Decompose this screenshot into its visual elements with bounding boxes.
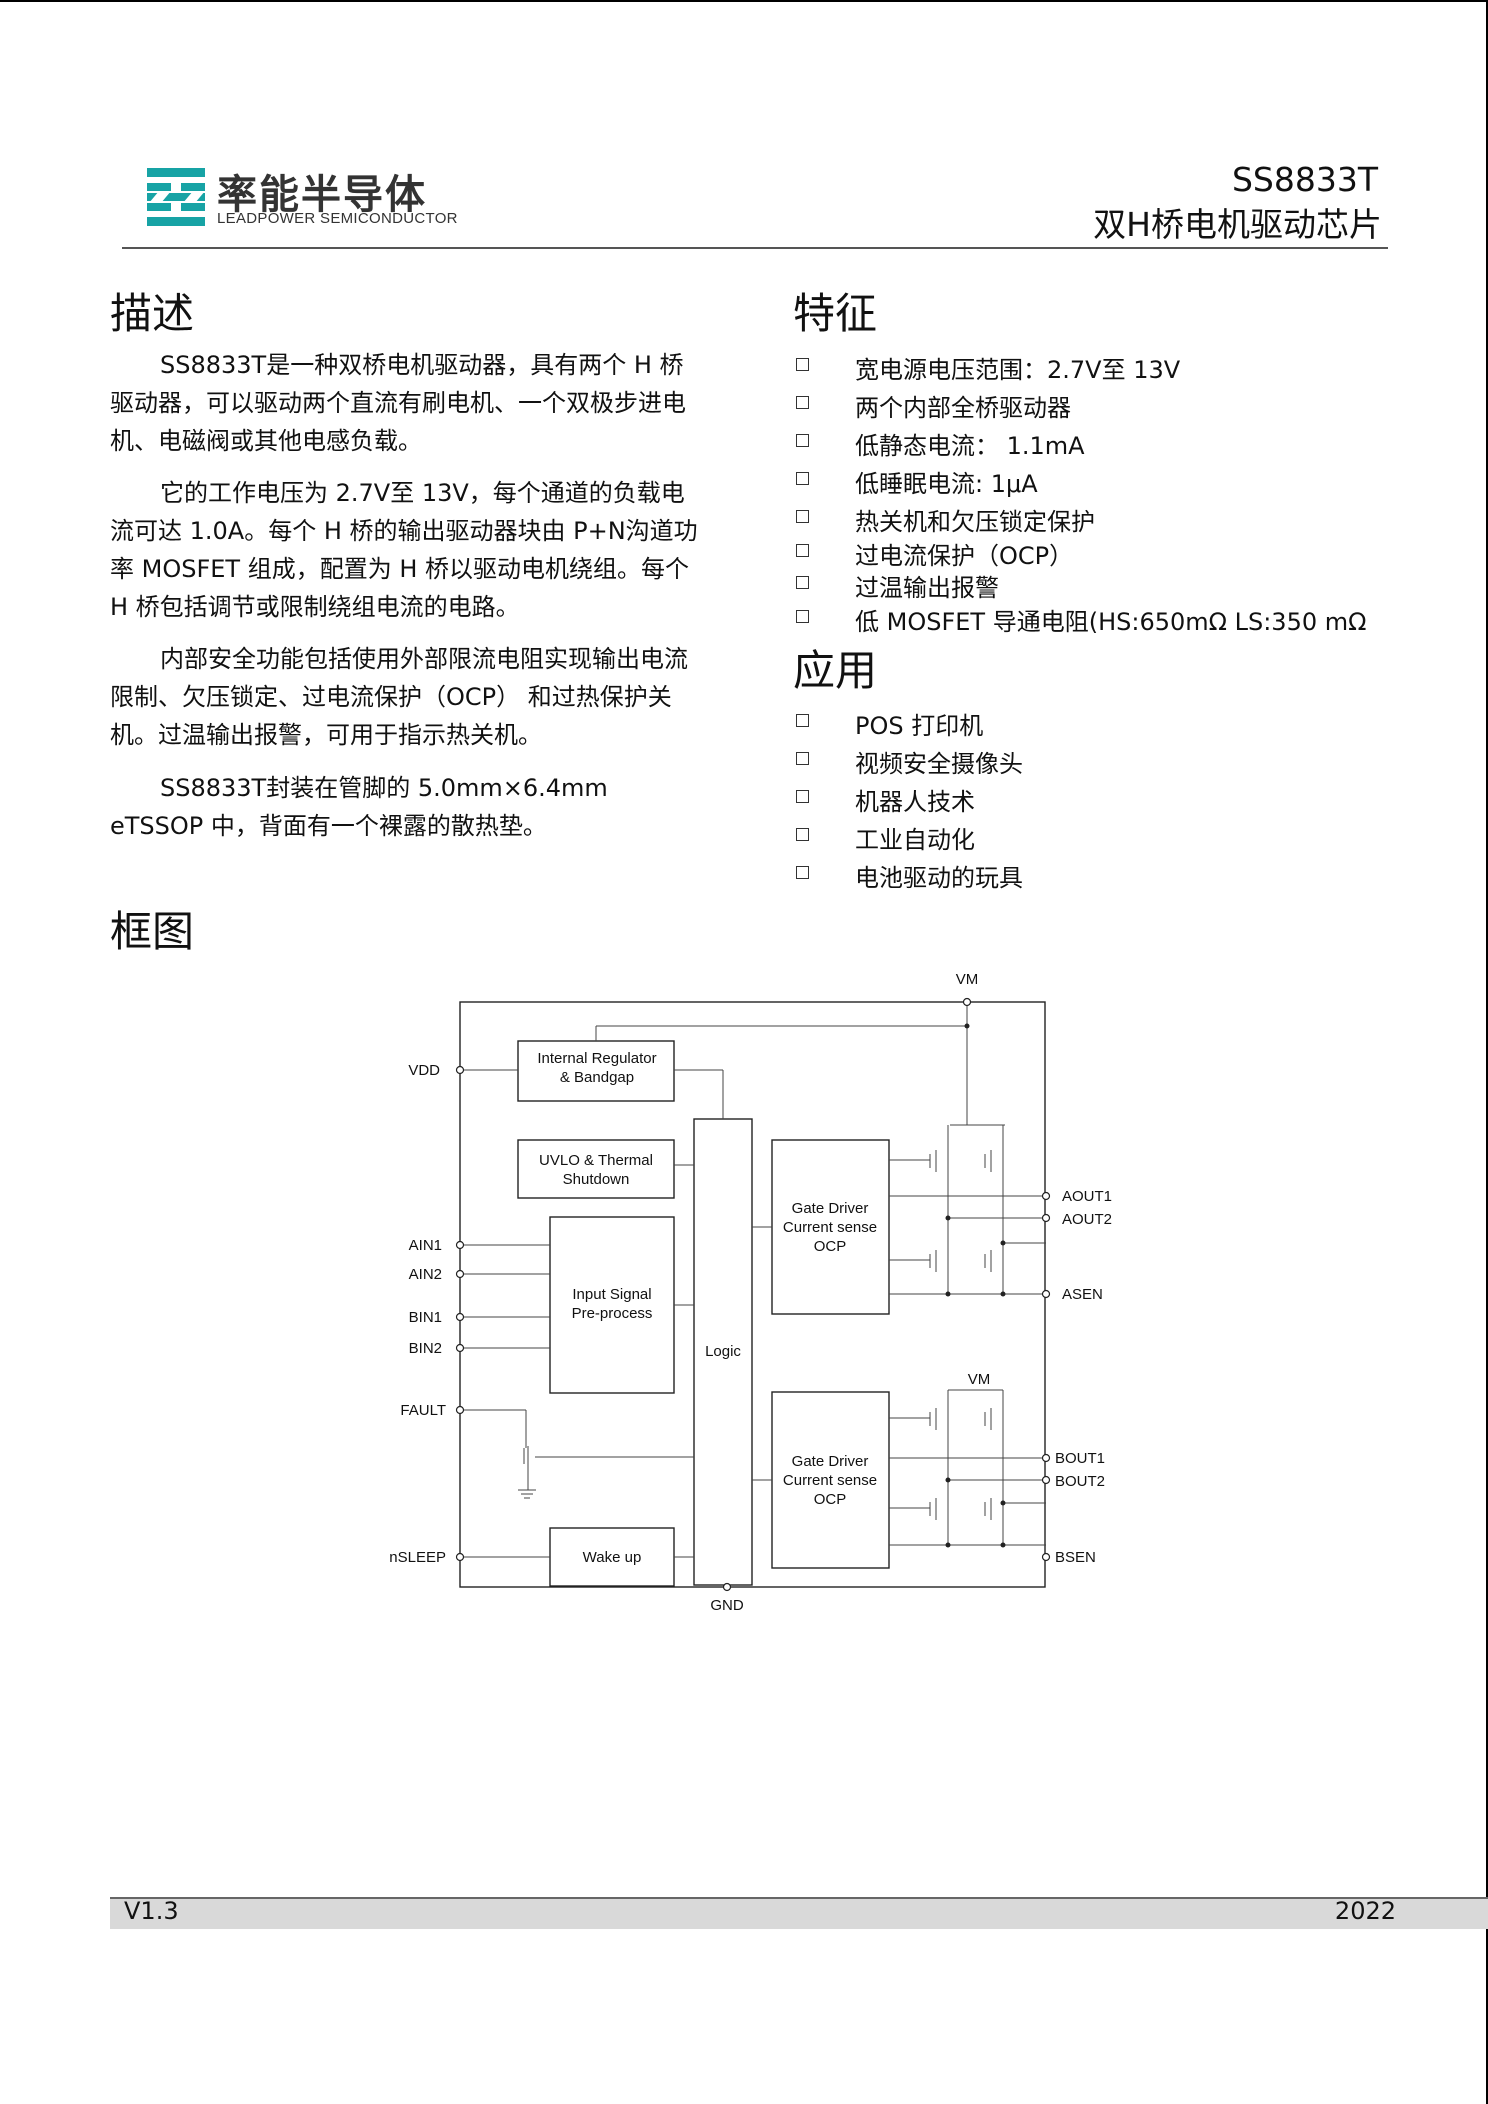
block-diagram-svg: Internal Regulator & Bandgap UVLO & Ther… <box>389 971 1112 1614</box>
pin-bout1 <box>1041 1453 1051 1463</box>
input-label-2: Pre-process <box>572 1305 653 1322</box>
checkbox-icon <box>796 434 809 447</box>
input-label-1: Input Signal <box>572 1286 651 1303</box>
bout2-pin-label: BOUT2 <box>1055 1473 1105 1490</box>
pin-gnd <box>722 1582 732 1592</box>
checkbox-icon <box>796 510 809 523</box>
vm-mid-label: VM <box>968 1371 991 1388</box>
block-diagram-heading: 框图 <box>110 907 195 956</box>
description-paragraph: SS8833T是一种双桥电机驱动器，具有两个 H 桥驱动器，可以驱动两个直流有刷… <box>110 346 700 460</box>
asen-pin-label: ASEN <box>1062 1286 1103 1303</box>
checkbox-icon <box>796 396 809 409</box>
checkbox-icon <box>796 358 809 371</box>
description-paragraph: SS8833T封装在管脚的 5.0mm×6.4mm eTSSOP 中，背面有一个… <box>110 769 700 845</box>
header-divider <box>122 247 1388 249</box>
pin-bin2 <box>455 1343 465 1353</box>
pin-ain2 <box>455 1269 465 1279</box>
bin1-pin-label: BIN1 <box>409 1309 442 1326</box>
page-border-right <box>1486 0 1488 2104</box>
checkbox-icon <box>796 790 809 803</box>
pin-bout2 <box>1041 1475 1051 1485</box>
nsleep-pin-label: nSLEEP <box>389 1549 446 1566</box>
paragraph-text: 内部安全功能包括使用外部限流电阻实现输出电流限制、欠压锁定、过电流保护（OCP）… <box>110 645 688 749</box>
ain1-pin-label: AIN1 <box>409 1237 442 1254</box>
vdd-pin-label: VDD <box>408 1062 440 1079</box>
checkbox-icon <box>796 752 809 765</box>
footer-bar <box>110 1897 1488 1929</box>
block-diagram: Internal Regulator & Bandgap UVLO & Ther… <box>370 960 1150 1660</box>
pin-nsleep <box>455 1552 465 1562</box>
bin2-pin-label: BIN2 <box>409 1340 442 1357</box>
description-paragraph: 内部安全功能包括使用外部限流电阻实现输出电流限制、欠压锁定、过电流保护（OCP）… <box>110 640 700 754</box>
pin-vdd <box>455 1065 465 1075</box>
wake-label: Wake up <box>583 1549 642 1566</box>
pin-ain1 <box>455 1240 465 1250</box>
description-paragraph: 它的工作电压为 2.7V至 13V，每个通道的负载电流可达 1.0A。每个 H … <box>110 474 700 626</box>
applications-heading: 应用 <box>793 646 878 695</box>
fault-pin-label: FAULT <box>400 1402 446 1419</box>
logo-mark-icon <box>147 168 205 226</box>
part-number: SS8833T <box>1231 160 1378 199</box>
footer-version: V1.3 <box>124 1897 179 1925</box>
pin-vm <box>962 997 972 1007</box>
aout2-pin-label: AOUT2 <box>1062 1211 1112 1228</box>
bout1-pin-label: BOUT1 <box>1055 1450 1105 1467</box>
uvlo-block <box>517 1139 675 1199</box>
checkbox-icon <box>796 576 809 589</box>
pin-aout1 <box>1041 1191 1051 1201</box>
gate-b-label-1: Gate Driver <box>792 1453 869 1470</box>
bsen-pin-label: BSEN <box>1055 1549 1096 1566</box>
logo-chinese-text: 率能半导体 <box>217 172 427 218</box>
checkbox-icon <box>796 610 809 623</box>
ain2-pin-label: AIN2 <box>409 1266 442 1283</box>
checkbox-icon <box>796 544 809 557</box>
description-heading: 描述 <box>110 289 195 338</box>
document-subtitle: 双H桥电机驱动芯片 <box>1093 205 1382 244</box>
pin-bin1 <box>455 1312 465 1322</box>
vm-pin-label: VM <box>956 971 979 988</box>
gate-b-label-3: OCP <box>814 1491 847 1508</box>
checkbox-icon <box>796 866 809 879</box>
checkbox-icon <box>796 714 809 727</box>
regulator-label-2: & Bandgap <box>560 1069 634 1086</box>
regulator-label-1: Internal Regulator <box>537 1050 656 1067</box>
checkbox-icon <box>796 828 809 841</box>
uvlo-label-2: Shutdown <box>563 1171 630 1188</box>
paragraph-text: SS8833T是一种双桥电机驱动器，具有两个 H 桥驱动器，可以驱动两个直流有刷… <box>110 351 686 455</box>
gate-b-label-2: Current sense <box>783 1472 877 1489</box>
gate-a-label-2: Current sense <box>783 1219 877 1236</box>
page-border-top <box>0 0 1488 2</box>
pin-asen <box>1041 1289 1051 1299</box>
aout1-pin-label: AOUT1 <box>1062 1188 1112 1205</box>
gate-a-label-3: OCP <box>814 1238 847 1255</box>
gate-a-label-1: Gate Driver <box>792 1200 869 1217</box>
paragraph-text: SS8833T封装在管脚的 5.0mm×6.4mm eTSSOP 中，背面有一个… <box>110 774 608 840</box>
paragraph-text: 它的工作电压为 2.7V至 13V，每个通道的负载电流可达 1.0A。每个 H … <box>110 479 698 621</box>
checkbox-icon <box>796 472 809 485</box>
gnd-pin-label: GND <box>710 1597 744 1614</box>
pin-aout2 <box>1041 1213 1051 1223</box>
applications-list: POS 打印机 视频安全摄像头 机器人技术 工业自动化 电池驱动的玩具 <box>796 706 1296 892</box>
features-list: 宽电源电压范围：2.7V至 13V 两个内部全桥驱动器 低静态电流： 1.1mA… <box>796 350 1396 636</box>
logo-english-text: LEADPOWER SEMICONDUCTOR <box>217 210 458 227</box>
logic-label: Logic <box>705 1343 741 1360</box>
uvlo-label-1: UVLO & Thermal <box>539 1152 653 1169</box>
pin-fault <box>455 1405 465 1415</box>
pin-bsen <box>1041 1552 1051 1562</box>
features-heading: 特征 <box>793 289 878 338</box>
footer-year: 2022 <box>1334 1897 1396 1925</box>
company-logo: 率能半导体 LEADPOWER SEMICONDUCTOR <box>147 166 477 230</box>
